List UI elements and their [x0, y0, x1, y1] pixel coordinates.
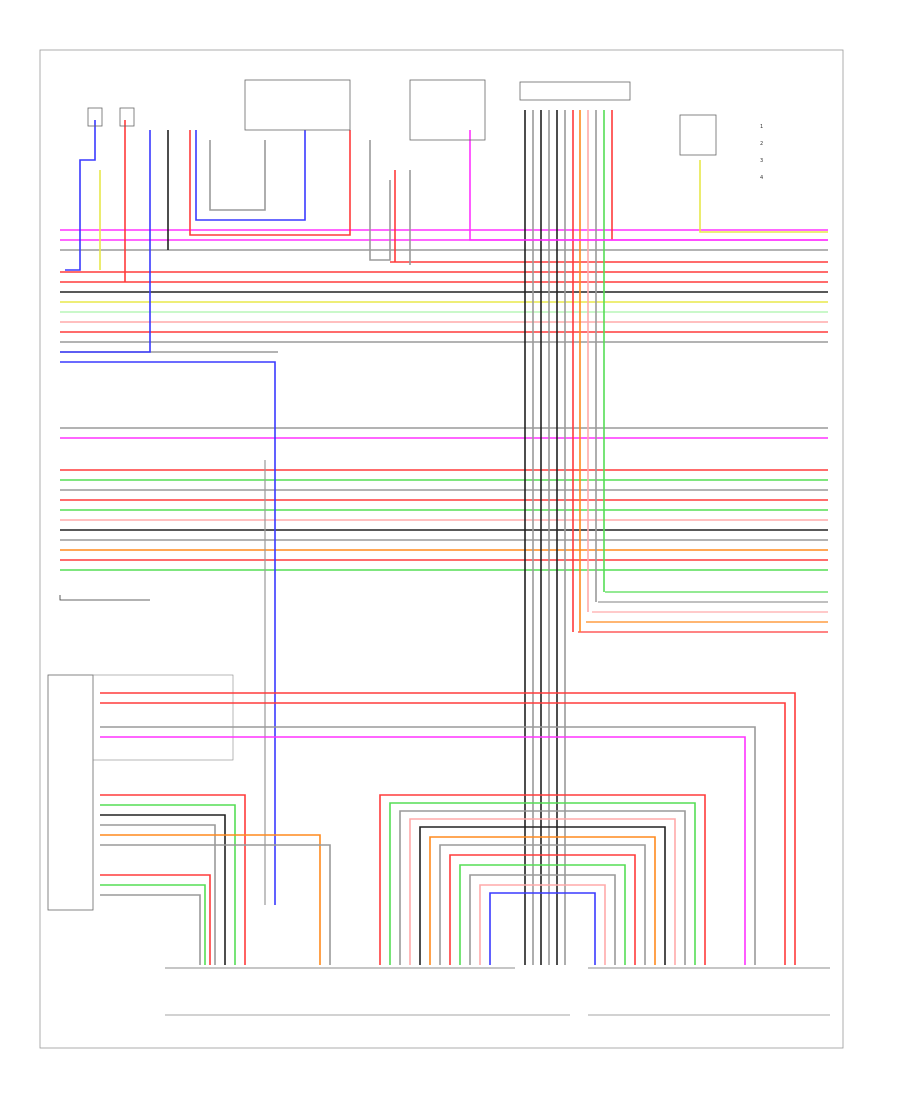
loop-gray-2 — [439, 844, 646, 965]
lower-gray-2 — [100, 824, 216, 965]
loop-gray-3 — [469, 874, 616, 965]
blue-long-wire — [60, 361, 276, 905]
central-vertical-trunk — [524, 110, 613, 965]
legend-3-num: 3 — [760, 158, 763, 164]
lower-gray-3 — [100, 844, 331, 965]
lower-red-3 — [100, 794, 246, 965]
relay-box — [409, 79, 486, 141]
drop-gray-2 — [369, 140, 391, 261]
lower-green-2 — [100, 884, 206, 965]
nested-loops — [379, 794, 706, 965]
loop-green-2 — [459, 864, 626, 965]
loop-black — [419, 826, 666, 965]
lower-green-1 — [100, 804, 236, 965]
loop-orange — [429, 836, 656, 965]
drop-blue-1 — [65, 120, 96, 271]
loop-blue — [489, 892, 596, 965]
lower-black-1 — [100, 814, 226, 965]
connector-b — [119, 107, 135, 127]
loop-red-2 — [449, 854, 636, 965]
trunk-connector-box — [519, 81, 631, 101]
lower-red-4 — [100, 874, 211, 965]
loop-red — [379, 794, 706, 965]
top-left-drops — [60, 120, 828, 353]
legend-1-num: 1 — [760, 124, 763, 130]
drop-red-2 — [189, 130, 351, 236]
top-connectors — [87, 79, 717, 156]
lower-left-box — [47, 674, 94, 911]
lower-red-1 — [100, 692, 796, 965]
drop-gray-1 — [209, 140, 266, 211]
legend-2-num: 2 — [760, 141, 763, 147]
drop-yellow-2 — [699, 160, 828, 233]
lower-magenta-1 — [100, 736, 746, 965]
lower-orange-1 — [100, 834, 321, 965]
lower-red-2 — [100, 702, 786, 965]
legend-4-num: 4 — [760, 175, 763, 181]
drop-blue-3 — [195, 130, 306, 221]
middle-wire-bus — [60, 427, 828, 571]
upper-wire-bus — [60, 229, 828, 353]
diagram-frame — [39, 49, 844, 1049]
lower-gray-1 — [100, 726, 756, 965]
bottom-connector-rows — [165, 967, 830, 1016]
switch-assembly-box — [244, 79, 351, 131]
drop-magenta-1 — [469, 130, 828, 241]
lower-left-sub-box — [92, 674, 234, 761]
right-component-box — [679, 114, 717, 156]
legend: 1 2 3 4 — [760, 124, 763, 181]
ground-wire — [59, 595, 150, 601]
loop-pink-2 — [479, 884, 606, 965]
loop-pink — [409, 818, 676, 965]
loop-green — [389, 802, 696, 965]
drop-blue-2 — [60, 130, 151, 353]
connector-a — [87, 107, 103, 127]
right-branch-wires — [578, 591, 828, 633]
left-lower-component — [47, 595, 234, 911]
loop-gray — [399, 810, 686, 965]
lower-left-wires — [100, 692, 796, 965]
lower-gray-4 — [100, 894, 201, 965]
